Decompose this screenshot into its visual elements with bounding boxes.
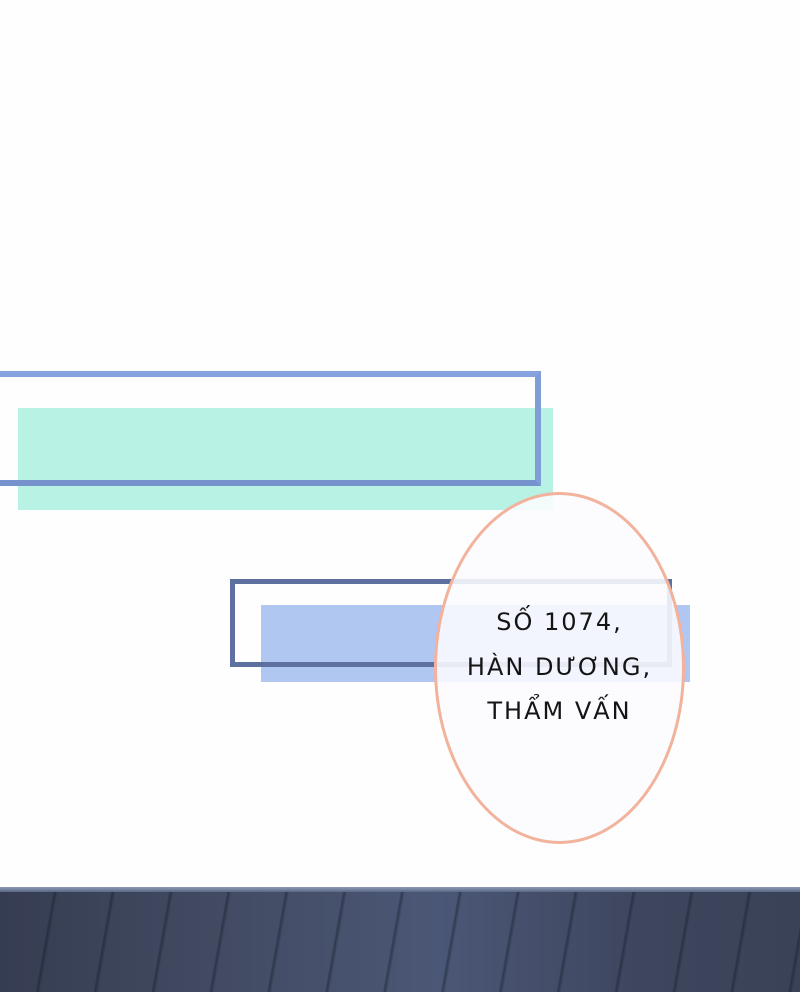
wooden-floor [0,892,800,992]
top-frame-outline [0,371,541,486]
speech-bubble [434,492,685,844]
floor-edge [0,887,800,892]
bubble-line-1: Số 1074, [496,608,623,636]
bubble-line-2: Hàn Dương, [466,652,653,681]
bubble-line-3: Thẩm Vấn [487,697,632,725]
mint-rectangle [18,408,553,510]
speech-bubble-text: Số 1074, Hàn Dương, Thẩm Vấn [434,600,685,734]
